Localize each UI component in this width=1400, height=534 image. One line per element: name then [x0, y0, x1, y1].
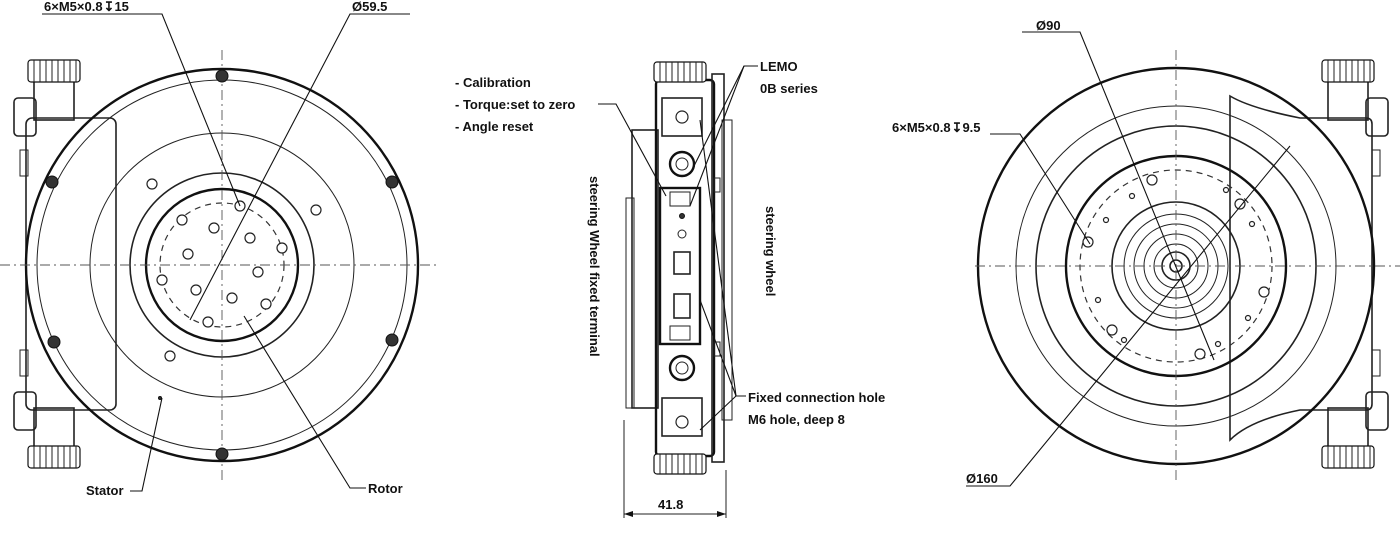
knurl-bottom-right-icon: [1321, 445, 1375, 469]
front-view: [0, 13, 440, 492]
knurl-side-top-icon: [653, 61, 707, 83]
back-dia160-label: Ø160: [966, 471, 998, 486]
fixed-hole-label: Fixed connection hole: [748, 390, 885, 405]
stator-label: Stator: [86, 483, 124, 498]
fixed-terminal-label: steering Wheel fixed terminal: [587, 176, 602, 357]
front-bolt-label: 6×M5×0.8↧15: [44, 0, 129, 14]
back-dia90-label: Ø90: [1036, 18, 1061, 33]
connector-panel: [658, 186, 702, 346]
knurl-bottom-left-icon: [27, 445, 81, 469]
front-holes: [146, 178, 322, 400]
knurl-side-bottom-icon: [653, 453, 707, 475]
back-holes: [1082, 174, 1270, 360]
fixed-hole-bottom-icon: [675, 415, 689, 429]
lemo-connector-bottom-icon: [668, 354, 696, 382]
back-right-housing: [1229, 59, 1389, 469]
front-left-housing: [13, 59, 117, 469]
back-bolt-label: 6×M5×0.8↧9.5: [892, 120, 981, 135]
knurl-top-right-icon: [1321, 59, 1375, 83]
fixed-hole-top-icon: [675, 110, 689, 124]
lemo-connector-top-icon: [668, 150, 696, 178]
fixed-hole-spec-label: M6 hole, deep 8: [748, 412, 845, 427]
data-port-icon: [673, 293, 691, 319]
steering-wheel-label: steering wheel: [763, 206, 778, 296]
knurl-top-left-icon: [27, 59, 81, 83]
side-function-list: - Calibration - Torque:set to zero - Ang…: [455, 75, 575, 134]
side-list-item-angle: - Angle reset: [455, 119, 534, 134]
front-diameter-label: Ø59.5: [352, 0, 387, 14]
lemo-series-label: 0B series: [760, 81, 818, 96]
back-view: [966, 31, 1400, 487]
side-view: [598, 61, 758, 518]
depth-arrow-icon: ↧: [104, 0, 115, 14]
lemo-label: LEMO: [760, 59, 798, 74]
depth-arrow-icon: ↧: [952, 120, 963, 135]
front-perimeter-screws: [45, 69, 399, 461]
rotor-label: Rotor: [368, 481, 403, 496]
side-width-label: 41.8: [658, 497, 683, 512]
side-list-item-calibration: - Calibration: [455, 75, 531, 90]
usb-port-icon: [673, 251, 691, 275]
side-list-item-torque: - Torque:set to zero: [455, 97, 575, 112]
